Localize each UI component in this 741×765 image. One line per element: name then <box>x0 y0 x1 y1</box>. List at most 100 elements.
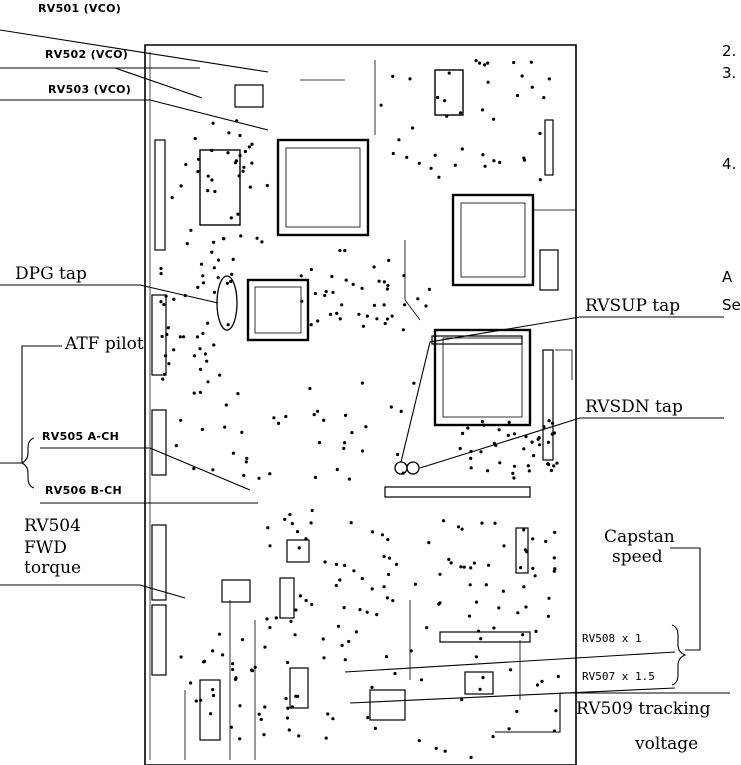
via-pad <box>546 614 551 618</box>
via-pad <box>540 679 544 684</box>
via-pad <box>512 476 516 480</box>
via-pad <box>338 317 342 321</box>
via-pad <box>417 739 421 743</box>
via-pad <box>552 569 556 573</box>
via-pad <box>401 328 405 332</box>
via-pad <box>165 332 169 337</box>
via-pad <box>501 589 505 593</box>
via-pad <box>255 236 259 240</box>
via-pad <box>492 117 496 121</box>
via-pad <box>250 161 254 165</box>
via-pad <box>360 449 365 453</box>
connector-left-4 <box>151 524 167 601</box>
via-pad <box>268 626 272 630</box>
via-pad <box>226 323 230 327</box>
atf-pilot-label: ATF pilot <box>65 334 144 354</box>
via-pad <box>525 550 529 554</box>
rv502-label: RV502 (VCO) <box>45 48 129 61</box>
via-pad <box>201 331 205 335</box>
via-pad <box>506 433 510 437</box>
via-pad <box>195 335 199 339</box>
via-pad <box>324 736 328 740</box>
via-pad <box>310 602 314 607</box>
via-pad <box>542 96 546 100</box>
via-pad <box>174 444 178 448</box>
via-pad <box>522 158 527 162</box>
via-pad <box>234 159 238 163</box>
rvsup-tap-label: RVSUP tap <box>585 296 681 316</box>
via-pad <box>194 699 198 703</box>
via-pad <box>534 629 538 634</box>
via-pad <box>409 649 413 653</box>
via-pad <box>316 319 320 323</box>
via-pad <box>338 578 342 582</box>
via-pad <box>160 334 164 338</box>
rv508-leader <box>344 651 676 673</box>
via-pad <box>515 709 519 714</box>
via-pad <box>365 314 369 318</box>
via-pad <box>330 274 334 279</box>
via-pad <box>552 431 557 435</box>
via-pad <box>424 304 428 308</box>
via-pad <box>170 196 174 200</box>
via-pad <box>202 659 207 664</box>
via-pad <box>241 169 245 173</box>
via-pad <box>469 466 473 470</box>
via-pad <box>236 392 240 396</box>
connector-left-1 <box>154 139 166 251</box>
via-pad <box>520 74 524 78</box>
via-pad <box>382 303 386 307</box>
capstan-brace <box>671 624 687 686</box>
rv503-label: RV503 (VCO) <box>48 83 132 96</box>
via-pad <box>309 267 313 272</box>
via-pad <box>366 716 370 720</box>
via-pad <box>447 557 451 562</box>
via-pad <box>434 746 438 750</box>
via-pad <box>375 613 379 617</box>
dpg-leader-arrow <box>139 284 219 304</box>
via-pad <box>515 93 520 98</box>
via-pad <box>193 137 197 141</box>
via-pad <box>531 566 535 571</box>
via-pad <box>445 114 449 118</box>
via-pad <box>386 283 390 287</box>
via-pad <box>185 242 189 246</box>
via-pad <box>326 712 330 716</box>
capstan-leader <box>670 547 701 651</box>
via-pad <box>238 154 242 158</box>
via-pad <box>226 151 230 155</box>
atf-pilot-leader <box>0 345 62 464</box>
via-pad <box>481 153 485 157</box>
via-pad <box>268 472 272 476</box>
via-pad <box>323 293 327 298</box>
via-pad <box>172 297 176 301</box>
via-pad <box>298 594 302 598</box>
via-pad <box>459 565 463 569</box>
via-pad <box>211 693 216 698</box>
via-pad <box>178 335 182 339</box>
via-pad <box>189 228 193 232</box>
via-pad <box>236 212 240 216</box>
rv508-label: RV508 x 1 <box>582 632 642 645</box>
via-pad <box>390 314 394 318</box>
via-pad <box>321 637 325 641</box>
via-pad <box>511 471 515 475</box>
via-pad <box>235 119 239 123</box>
via-pad <box>417 161 421 165</box>
via-pad <box>497 428 501 432</box>
via-pad <box>183 293 187 298</box>
via-pad <box>198 390 202 394</box>
via-pad <box>199 698 203 702</box>
connector-upper-horizontal <box>431 335 523 345</box>
via-pad <box>200 427 204 431</box>
capstan-label-line1: Capstan <box>604 527 675 547</box>
via-pad <box>402 274 406 278</box>
via-pad <box>360 381 364 385</box>
via-pad <box>391 599 395 603</box>
via-pad <box>344 278 348 282</box>
via-pad <box>322 418 326 422</box>
via-pad <box>391 74 395 78</box>
via-pad <box>310 508 314 513</box>
via-pad <box>342 606 346 610</box>
via-pad <box>460 147 464 151</box>
